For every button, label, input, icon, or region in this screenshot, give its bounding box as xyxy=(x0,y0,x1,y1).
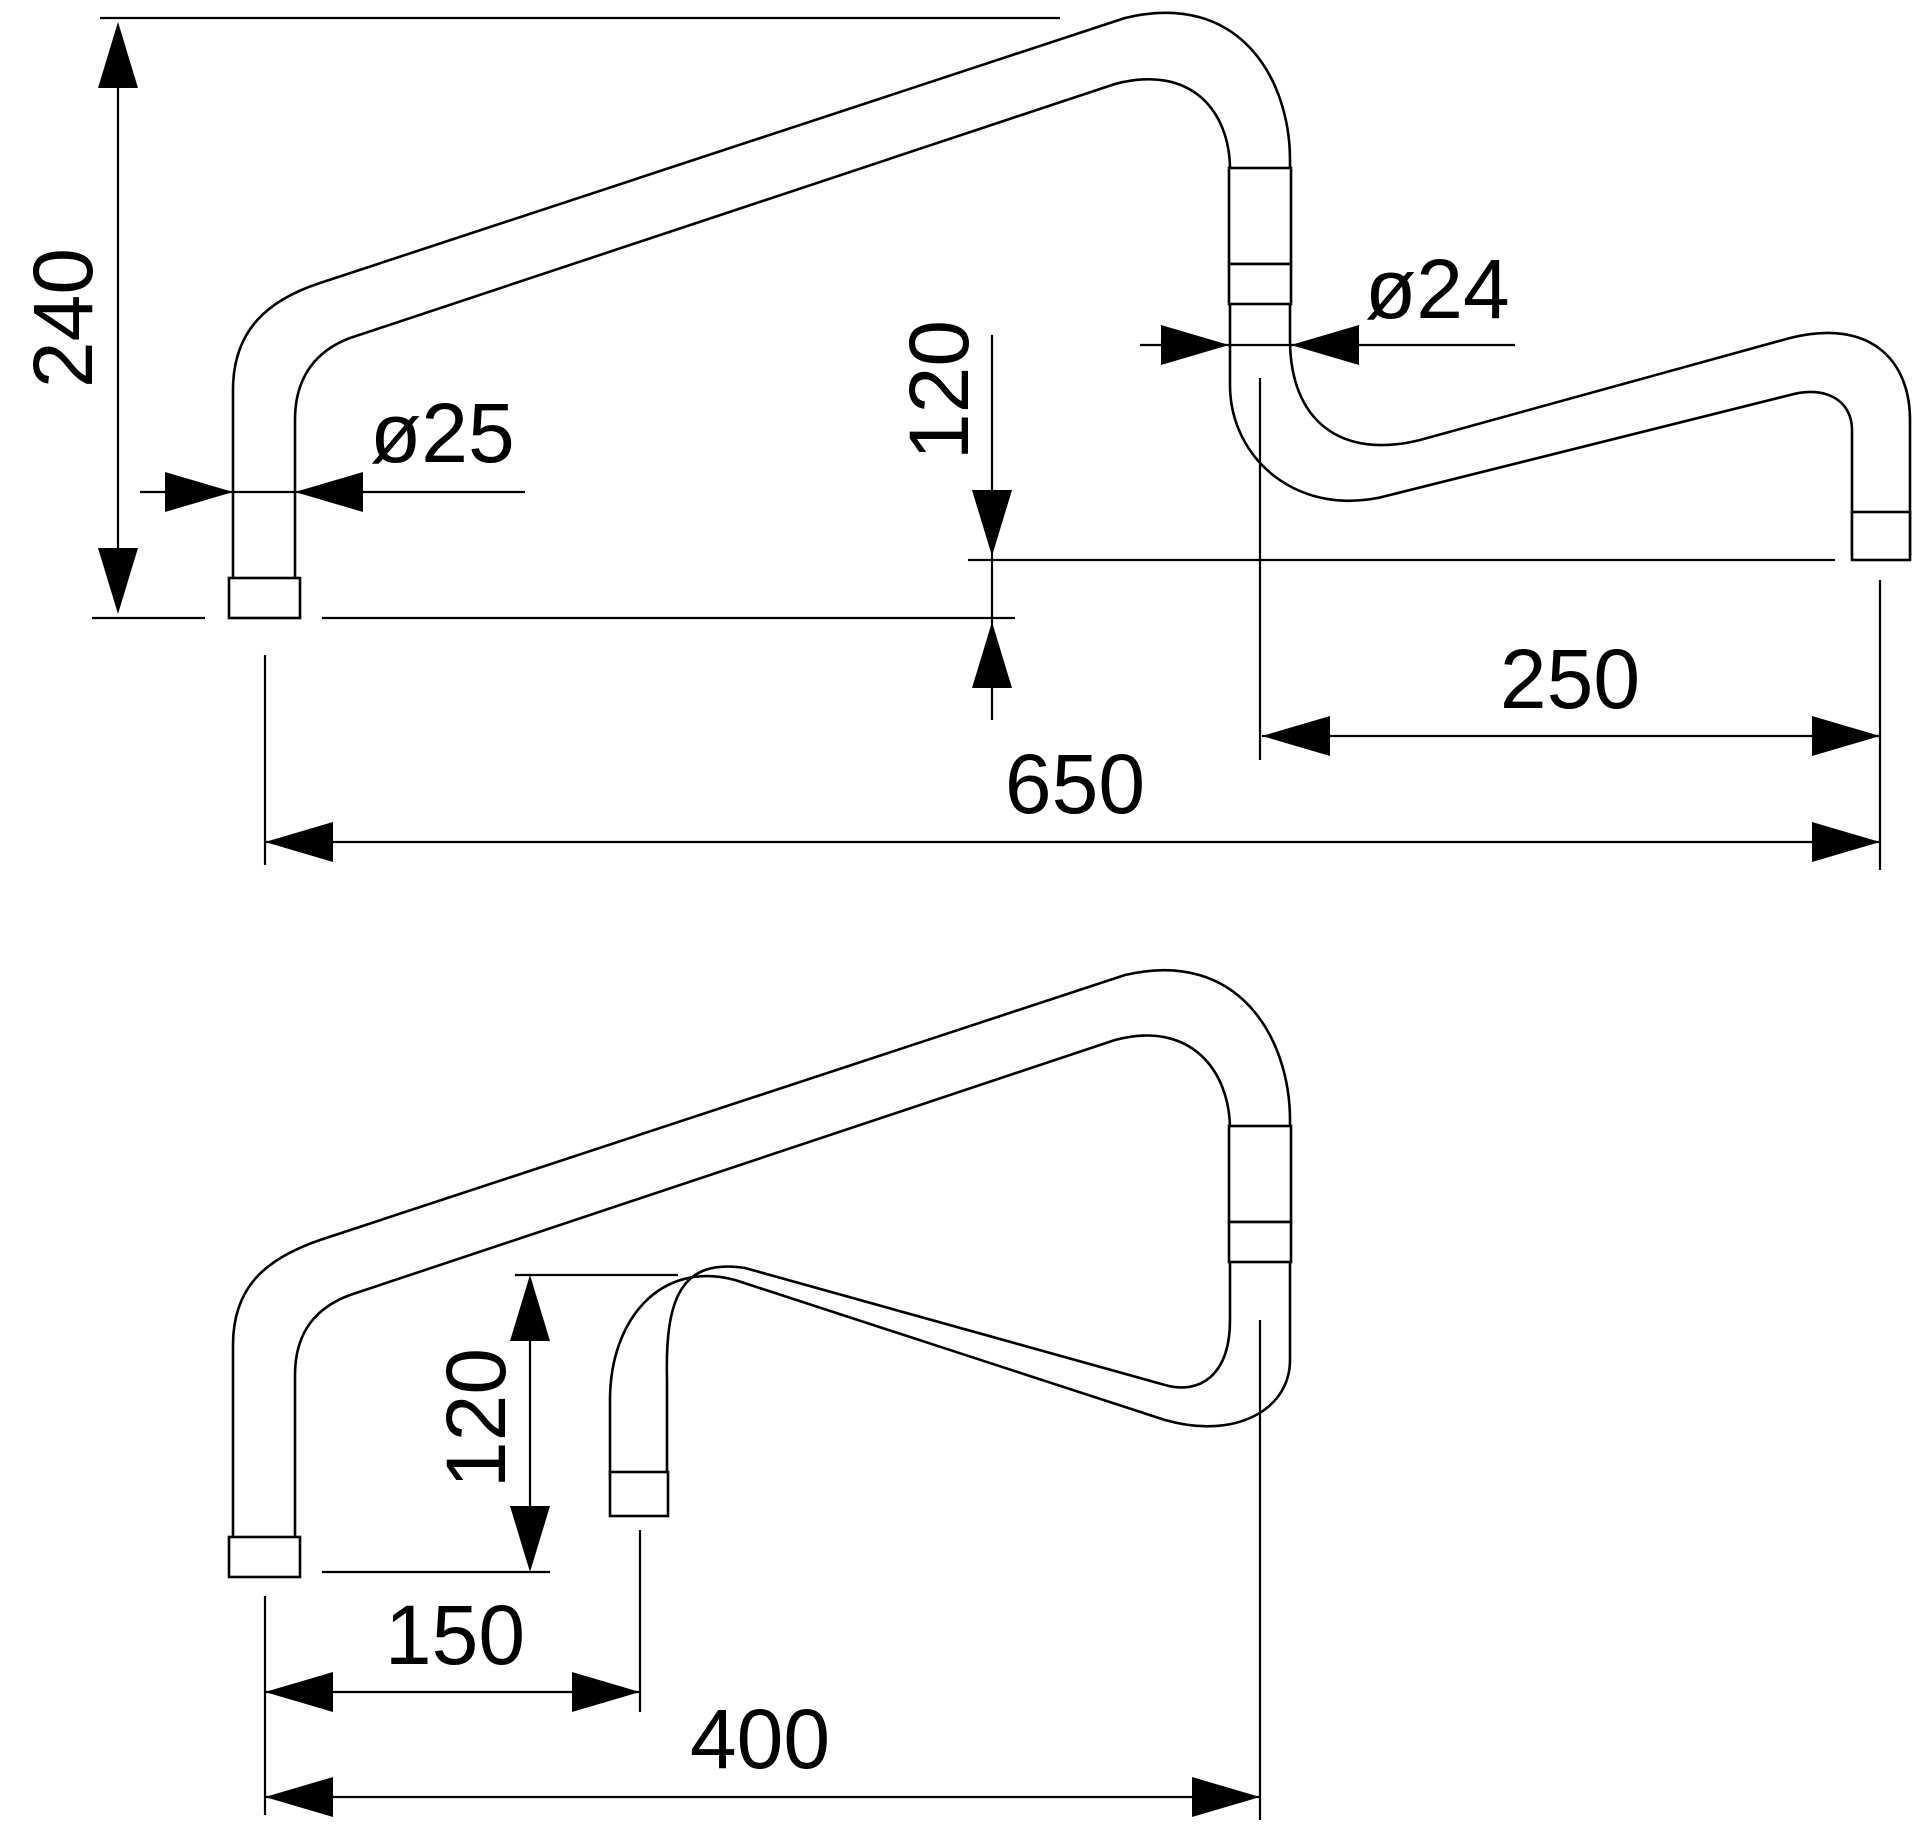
arrow-d24-left xyxy=(1161,325,1229,365)
arrow-d25-right xyxy=(295,472,363,512)
lower-swivel-ring xyxy=(1227,1220,1293,1264)
dimension-overall-length: 650 xyxy=(1005,737,1145,831)
dimension-lower-height-offset: 120 xyxy=(429,1348,523,1488)
arrow-240-bottom xyxy=(98,548,138,614)
upper-dimensions: 240 ø25 ø24 120 250 650 xyxy=(16,16,1882,870)
arrow-650-left xyxy=(265,822,333,862)
upper-spout xyxy=(227,11,1912,620)
arrow-d24-right xyxy=(1291,325,1359,365)
lower-swivel-sleeve xyxy=(1227,1124,1293,1224)
dimension-height-offset: 120 xyxy=(892,320,986,460)
arrow-240-top xyxy=(98,22,138,88)
arrow-400-left xyxy=(265,1777,333,1817)
lower-spout xyxy=(227,968,1293,1579)
dimension-overall-height: 240 xyxy=(16,248,110,388)
upper-swivel-sleeve xyxy=(1227,166,1293,266)
arrow-250-left xyxy=(1262,716,1330,756)
arrow-400-right xyxy=(1192,1777,1260,1817)
dimension-inner-reach: 150 xyxy=(385,1588,525,1682)
dimension-swivel-reach: 250 xyxy=(1500,632,1640,726)
dimension-lower-overall-length: 400 xyxy=(690,1692,830,1786)
arrow-120-lower-down xyxy=(510,1506,550,1572)
arrow-250-right xyxy=(1812,716,1880,756)
upper-outlet-aerator xyxy=(1850,510,1912,562)
upper-swivel-ring xyxy=(1227,262,1293,306)
arrow-650-right xyxy=(1812,822,1880,862)
lower-dimensions: 120 150 400 xyxy=(263,1273,1262,1820)
upper-inlet-nut xyxy=(227,576,302,620)
dimension-outlet-diameter: ø25 xyxy=(370,386,515,480)
arrow-150-right xyxy=(572,1672,640,1712)
arrow-120-lower-up xyxy=(510,1275,550,1341)
lower-outlet-aerator xyxy=(608,1470,670,1518)
arrow-120-upper-down xyxy=(972,490,1012,556)
arrow-120-upper-up xyxy=(972,622,1012,688)
lower-inlet-nut xyxy=(227,1535,302,1579)
arrow-d25-left xyxy=(165,472,233,512)
dimension-joint-diameter: ø24 xyxy=(1365,242,1510,336)
upper-spout-inner-contour xyxy=(293,78,1854,580)
arrow-150-left xyxy=(265,1672,333,1712)
lower-spout-outer-contour xyxy=(231,968,1292,1539)
